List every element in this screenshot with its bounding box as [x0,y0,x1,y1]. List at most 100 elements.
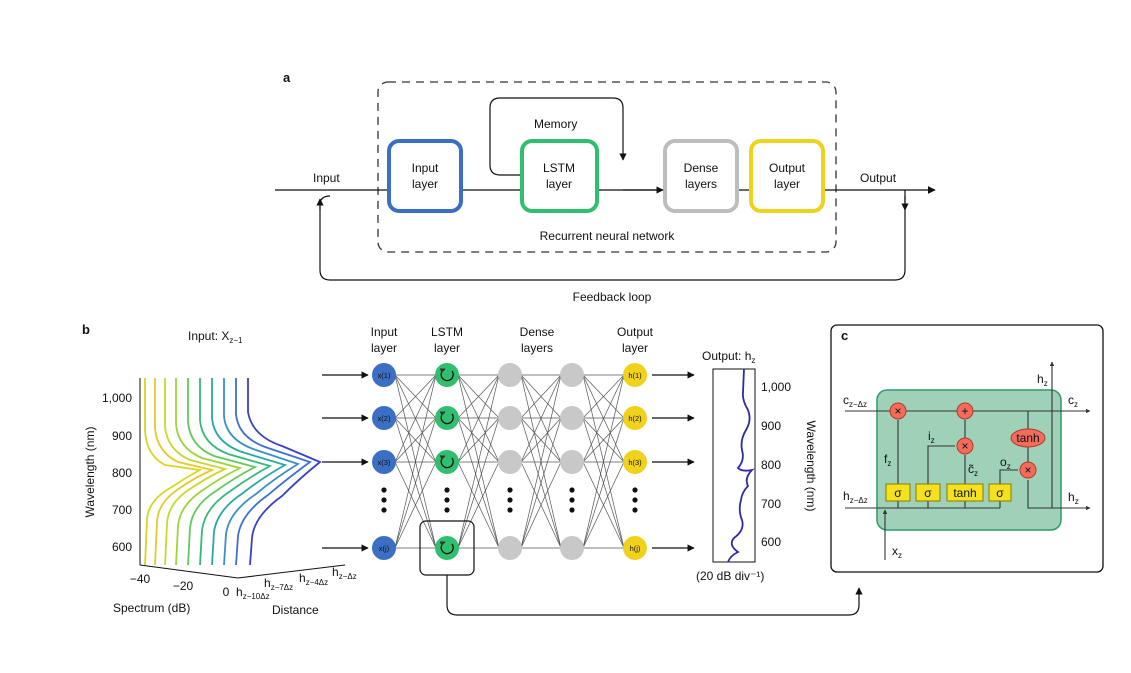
b-input-layer-title-1: Input [371,325,398,339]
output-gate [988,483,1012,502]
network-graph: x(1)x(2)x(3)x(j)h(1)h(2)h(3)h(j) [322,363,695,560]
network-edge [394,374,437,419]
output-scale: (20 dB div⁻¹) [696,569,764,583]
recurrent-loop-icon [439,411,454,425]
network-edge [582,374,625,419]
output-title: Output: hz [702,349,755,365]
ellipsis-dot [444,507,450,513]
spectrum-curve [187,378,258,566]
b-lstm-layer-title-2: layer [434,341,460,355]
distance-axis [237,564,346,579]
ellipsis-dot [444,487,450,493]
add-symbol: + [961,404,968,418]
out-ytick-900: 900 [761,419,781,433]
ellipsis-dot [632,507,638,513]
h-out-label: hz [1068,490,1079,506]
lstm-to-cell-connector [446,575,863,616]
dense-node [560,406,584,430]
spectrum-x-axis [139,564,239,579]
network-edge [520,417,562,463]
ellipsis-dot [444,497,450,503]
output-node [623,450,647,474]
xtick-minus40: −40 [130,572,151,586]
output-layer-box [749,139,825,213]
output-node-label: h(3) [628,458,642,467]
panel-b: b Input: Xz−1 1,000 900 800 700 600 Wave… [82,322,863,617]
gate-wires [897,411,1029,508]
c-tilde-label: c̃z [968,462,978,478]
output-layer-label-2: layer [774,177,800,191]
h-in-label: hz−Δz [843,489,868,505]
cell-tanh-op [1010,428,1046,448]
network-edge [457,417,500,549]
panel-c: c cz−Δz cz hz−Δz hz hz xz × + [830,324,1104,573]
b-input-layer-title-2: layer [371,341,397,355]
input-node-label: x(2) [378,414,391,423]
dense-layers-box [663,139,739,213]
input-title: Input: Xz−1 [188,329,243,345]
dense-node [560,450,584,474]
network-edge [457,461,500,549]
network-edge [457,374,500,549]
input-layer-label-2: layer [412,177,438,191]
output-multiply-op [1019,461,1037,479]
out-ytick-600: 600 [761,535,781,549]
network-edge [394,374,437,549]
memory-label: Memory [534,117,577,131]
output-gate-label: σ [996,486,1004,500]
ellipsis-dot [381,497,387,503]
b-dense-layers-title-1: Dense [520,325,555,339]
panel-a: a Input Output Memory Input layer LSTM l… [275,70,936,304]
network-edge [457,374,500,463]
ellipsis-dot [569,487,575,493]
input-gate [915,483,941,502]
lstm-layer-label-2: layer [546,177,572,191]
b-output-layer-title-2: layer [622,341,648,355]
output-layer-label-1: Output [769,161,806,175]
input-layer-label-1: Input [412,161,439,175]
input-gate-label: σ [924,486,932,500]
ellipsis-dot [507,497,513,503]
wire-gates-base [897,501,1001,508]
spectrum-curve [247,378,322,566]
recurrent-loop-icon [439,541,454,555]
network-edge [582,417,625,549]
o-label: oz [1000,455,1011,471]
dense-node [498,406,522,430]
network-edge [520,374,562,549]
lstm-node [435,406,459,430]
network-edge [520,417,562,549]
dense-layers-label-2: layers [685,177,717,191]
forget-multiply-op [889,402,907,420]
spectrum-curve [154,378,215,566]
i-label: iz [928,429,935,445]
ellipsis-dot [569,497,575,503]
ytick-800: 800 [112,466,132,480]
panel-c-letter: c [841,328,848,343]
network-edge [520,461,562,549]
network-edge [520,374,562,419]
f-label: fz [884,452,891,468]
input-node [372,536,396,560]
spectra-ylabel: Wavelength (nm) [83,427,97,518]
output-node [623,363,647,387]
ytick-600: 600 [112,540,132,554]
add-op [956,402,974,420]
wire-i [927,445,955,484]
recurrent-loop-icon [439,455,454,469]
output-multiply-symbol: × [1024,463,1031,477]
forget-multiply-symbol: × [894,404,901,418]
input-label: Input [313,171,340,185]
network-edge [520,374,562,463]
output-spectrum-frame [712,368,756,563]
cell-tanh-label: tanh [1016,431,1039,445]
lstm-node [435,363,459,387]
input-node [372,406,396,430]
network-edge [457,417,500,463]
panel-b-letter: b [82,322,90,337]
rnn-label: Recurrent neural network [540,229,676,243]
dist-tick-1: hz−10Δz [236,585,270,601]
network-edge [582,374,625,463]
input-multiply-symbol: × [961,439,968,453]
